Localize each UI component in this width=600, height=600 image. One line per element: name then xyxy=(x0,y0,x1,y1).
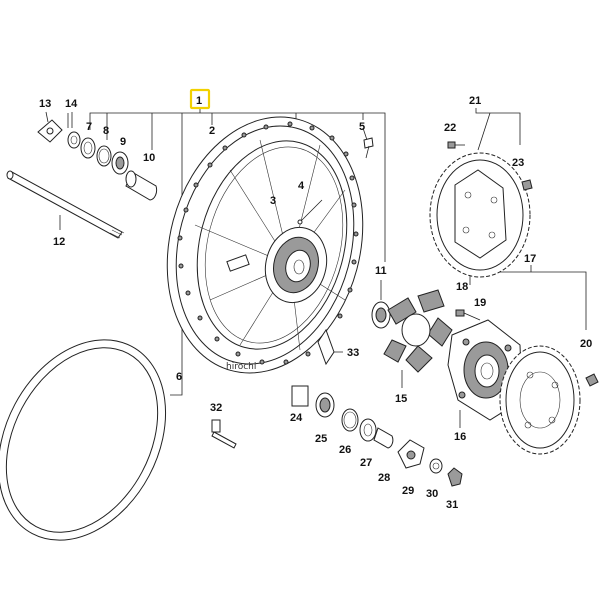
circlip-part-8 xyxy=(96,145,112,167)
spoke-holes xyxy=(177,121,359,365)
callout-30[interactable]: 30 xyxy=(426,488,438,500)
nut-part-20 xyxy=(585,373,599,387)
watermark: hirochi xyxy=(226,362,256,372)
callout-1[interactable]: 1 xyxy=(196,95,202,107)
callout-3[interactable]: 3 xyxy=(270,195,276,207)
callout-8[interactable]: 8 xyxy=(103,125,109,137)
callout-22[interactable]: 22 xyxy=(444,122,456,134)
bolt-part-19 xyxy=(455,309,481,321)
seal-part-7 xyxy=(80,137,96,159)
callout-24[interactable]: 24 xyxy=(290,412,303,424)
seal-part-27 xyxy=(359,418,377,442)
plate-part-29 xyxy=(397,439,425,469)
sprocket-part-21 xyxy=(429,152,531,278)
callout-7[interactable]: 7 xyxy=(86,121,92,133)
bracket-part-13 xyxy=(37,119,63,143)
spacer-sleeve-part-10 xyxy=(125,170,158,201)
callout-14[interactable]: 14 xyxy=(65,98,78,110)
callout-27[interactable]: 27 xyxy=(360,457,372,469)
callout-labels: 1 2 3 4 5 6 7 8 9 10 11 12 13 14 15 16 1… xyxy=(39,95,592,511)
callout-28[interactable]: 28 xyxy=(378,472,390,484)
nut-part-23 xyxy=(521,179,533,191)
axle-part-12 xyxy=(6,170,125,239)
bolt-part-33 xyxy=(317,328,335,366)
callout-19[interactable]: 19 xyxy=(474,297,486,309)
bearing-part-11 xyxy=(371,301,391,329)
nut-part-31 xyxy=(447,467,463,487)
callout-2[interactable]: 2 xyxy=(209,125,215,137)
damper-rubbers-part-15 xyxy=(383,289,453,373)
callout-17[interactable]: 17 xyxy=(524,253,536,265)
washer-part-30 xyxy=(429,458,443,474)
callout-29[interactable]: 29 xyxy=(402,485,414,497)
callout-11[interactable]: 11 xyxy=(375,265,387,277)
circlip-part-26 xyxy=(341,408,359,432)
callout-23[interactable]: 23 xyxy=(512,157,524,169)
callout-9[interactable]: 9 xyxy=(120,136,126,148)
callout-5[interactable]: 5 xyxy=(359,121,365,133)
screw-part-5 xyxy=(363,137,374,159)
highlight-box xyxy=(189,88,211,110)
callout-31[interactable]: 31 xyxy=(446,499,458,511)
callout-18[interactable]: 18 xyxy=(456,281,468,293)
rear-sprocket-part-17 xyxy=(499,345,581,455)
bearing-part-9 xyxy=(111,151,129,175)
callout-13[interactable]: 13 xyxy=(39,98,51,110)
callout-15[interactable]: 15 xyxy=(395,393,407,405)
callout-12[interactable]: 12 xyxy=(53,236,65,248)
callout-20[interactable]: 20 xyxy=(580,338,592,350)
callout-4[interactable]: 4 xyxy=(298,180,305,192)
valve-part-32 xyxy=(211,419,237,449)
bolt-part-22 xyxy=(447,141,465,149)
callout-21[interactable]: 21 xyxy=(469,95,481,107)
washer-part-14 xyxy=(67,131,81,149)
callout-16[interactable]: 16 xyxy=(454,431,466,443)
hub-part-3 xyxy=(226,226,328,304)
spacer-part-24 xyxy=(291,385,309,407)
callout-10[interactable]: 10 xyxy=(143,152,155,164)
spacer-part-28 xyxy=(373,427,394,449)
callout-26[interactable]: 26 xyxy=(339,444,351,456)
tire-part-6 xyxy=(0,339,167,541)
callout-32[interactable]: 32 xyxy=(210,402,222,414)
callout-33[interactable]: 33 xyxy=(347,347,359,359)
bearing-part-25 xyxy=(315,392,335,418)
callout-6[interactable]: 6 xyxy=(176,371,182,383)
callout-25[interactable]: 25 xyxy=(315,433,327,445)
valve-part-4 xyxy=(297,199,323,225)
